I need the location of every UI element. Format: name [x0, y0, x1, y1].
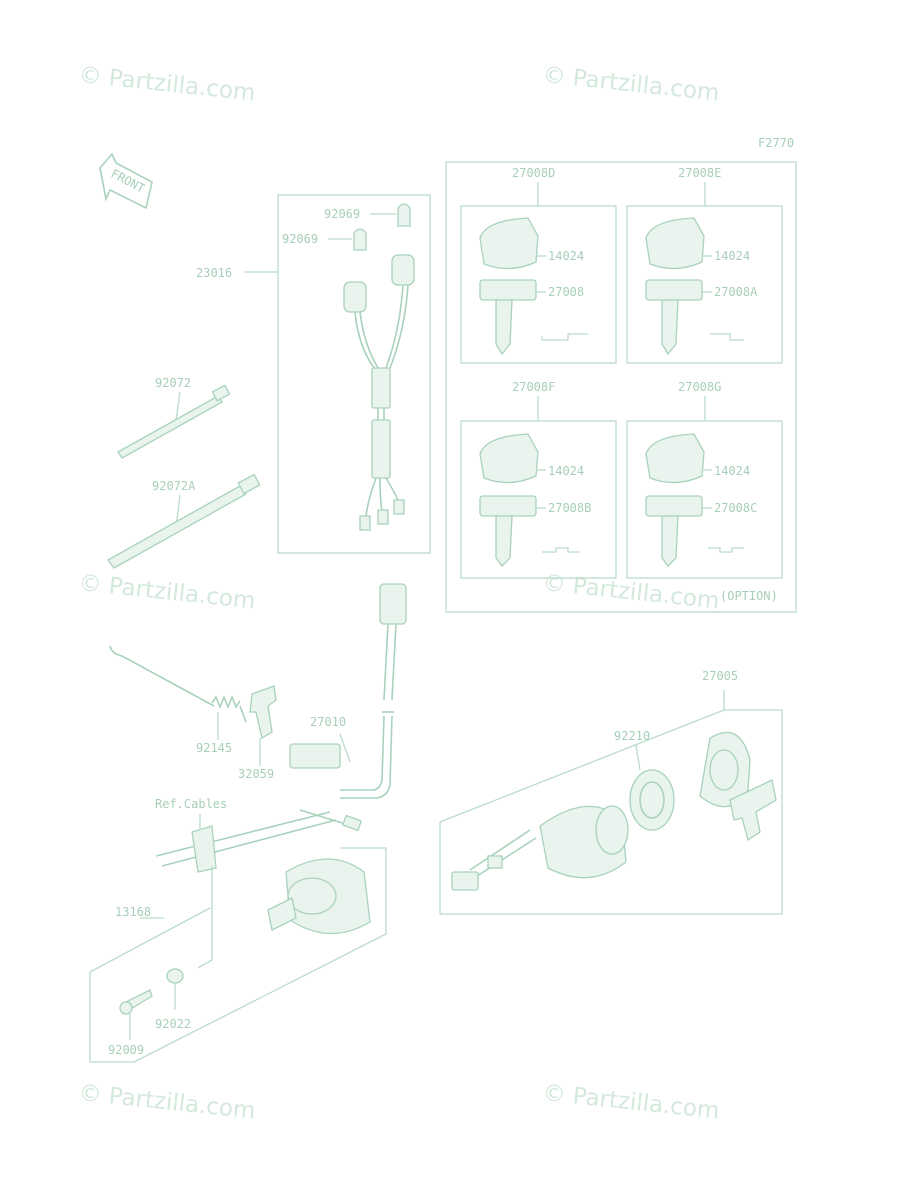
key-icon: [645, 279, 703, 301]
cable-tie-long: [107, 485, 247, 569]
label-27008D: 27008D: [512, 166, 555, 180]
key-icon: [479, 279, 537, 301]
key-cap-icon: [479, 217, 539, 270]
label-27008: 27008: [548, 285, 584, 299]
key-icon: [729, 779, 777, 842]
label-27005: 27005: [702, 669, 738, 683]
label-92069-a: 92069: [324, 207, 360, 221]
label-92072A: 92072A: [152, 479, 196, 493]
label-14024-a: 14024: [548, 249, 584, 263]
diagram-code: F2770: [758, 136, 794, 150]
terminal: [377, 509, 389, 525]
switch-body: [289, 743, 341, 769]
watermark: © Partzilla.com: [77, 1080, 256, 1124]
bulb-icon: [353, 228, 367, 251]
label-32059: 32059: [238, 767, 274, 781]
nut-icon: [629, 769, 675, 831]
spring-group: 92145 32059: [109, 645, 277, 781]
watermark: © Partzilla.com: [77, 570, 256, 614]
label-27008G: 27008G: [678, 380, 721, 394]
label-27008F: 27008F: [512, 380, 555, 394]
watermark: © Partzilla.com: [541, 62, 720, 106]
front-label: FRONT: [109, 166, 147, 195]
switch-knob: [267, 897, 297, 931]
harness-group: 23016 92069 92069: [196, 194, 431, 554]
ref-cables-label: Ref.Cables: [155, 797, 227, 811]
label-92009: 92009: [108, 1043, 144, 1057]
watermark: © Partzilla.com: [77, 62, 256, 106]
sleeve: [371, 367, 391, 409]
label-14024-c: 14024: [548, 464, 584, 478]
label-92072: 92072: [155, 376, 191, 390]
label-23016: 23016: [196, 266, 232, 280]
label-14024-d: 14024: [714, 464, 750, 478]
label-27008A: 27008A: [714, 285, 758, 299]
key-icon: [479, 495, 537, 517]
label-27008B: 27008B: [548, 501, 591, 515]
terminal: [393, 499, 405, 515]
cable-tie: [117, 395, 223, 459]
cable-ties: 92072 92072A: [107, 376, 261, 569]
label-92145: 92145: [196, 741, 232, 755]
bulb-icon: [397, 203, 411, 227]
ignition-27005-group: 27005 92210: [439, 669, 783, 915]
washer-icon: [166, 968, 184, 984]
label-92022: 92022: [155, 1017, 191, 1031]
label-27010: 27010: [310, 715, 346, 729]
bracket: [249, 685, 277, 740]
bracket-13168-group: Ref.Cables 13168 92022 92009: [89, 797, 387, 1063]
connector-icon: [391, 254, 415, 286]
connector-icon: [379, 583, 407, 625]
terminal: [359, 515, 371, 531]
label-13168: 13168: [115, 905, 151, 919]
watermark: © Partzilla.com: [541, 570, 720, 614]
label-27008E: 27008E: [678, 166, 721, 180]
switch-27010-group: 27010: [289, 583, 407, 799]
key-cap-icon: [645, 217, 705, 270]
clamp: [191, 825, 217, 873]
connector-icon: [343, 281, 367, 313]
label-92210: 92210: [614, 729, 650, 743]
key-cap-icon: [479, 433, 539, 484]
option-label: (OPTION): [720, 589, 778, 603]
watermark: © Partzilla.com: [541, 1080, 720, 1124]
sleeve: [371, 419, 391, 479]
key-cap-icon: [645, 433, 705, 484]
label-14024-b: 14024: [714, 249, 750, 263]
label-27008C: 27008C: [714, 501, 757, 515]
connector-icon: [451, 871, 479, 891]
key-icon: [645, 495, 703, 517]
option-keys-group: (OPTION) 27008D 14024 27008 27008E 14024…: [445, 161, 797, 613]
front-arrow-icon: FRONT: [99, 152, 153, 210]
label-92069-b: 92069: [282, 232, 318, 246]
